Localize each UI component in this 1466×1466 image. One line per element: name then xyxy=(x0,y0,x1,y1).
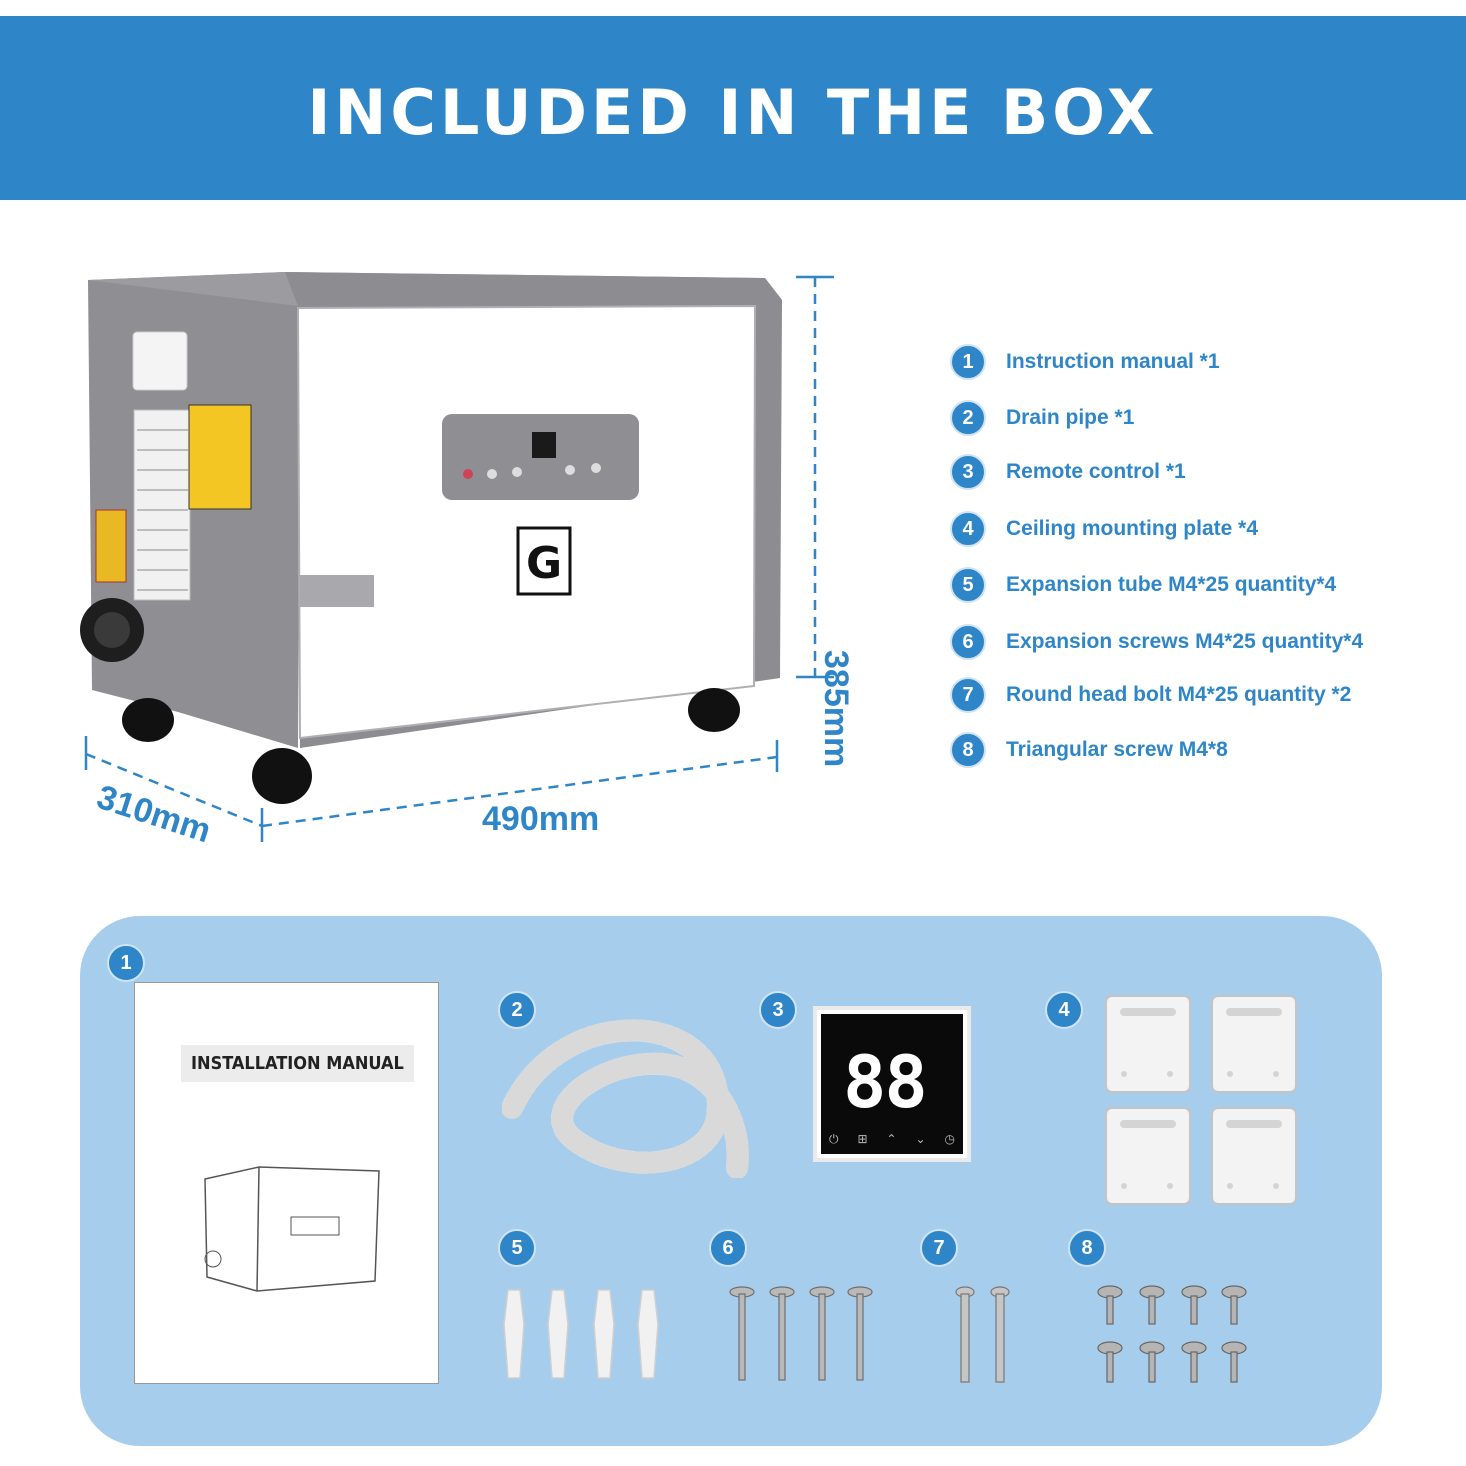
page-title: INCLUDED IN THE BOX xyxy=(307,76,1159,149)
manual-title: INSTALLATION MANUAL xyxy=(181,1045,414,1082)
number-badge: 1 xyxy=(950,344,986,380)
item-label: Expansion tube M4*25 quantity*4 xyxy=(1006,573,1337,596)
remote-buttons: ⏻ ⊞ ⌃ ⌄ ◷ xyxy=(829,1132,955,1147)
depth-dimension-line xyxy=(84,736,263,828)
item-label: Remote control *1 xyxy=(1006,460,1186,483)
item-label: Triangular screw M4*8 xyxy=(1006,738,1228,761)
header-banner: INCLUDED IN THE BOX xyxy=(0,16,1466,200)
down-arrow-icon: ⌄ xyxy=(915,1132,926,1146)
number-badge: 6 xyxy=(950,624,986,660)
product-illustration: G 385mm 490mm 310mm xyxy=(0,230,900,870)
number-badge: 5 xyxy=(498,1229,536,1267)
number-badge: 7 xyxy=(950,677,986,713)
unit-front-panel xyxy=(296,304,757,740)
number-badge: 6 xyxy=(709,1229,747,1267)
number-badge: 4 xyxy=(950,511,986,547)
item-label: Instruction manual *1 xyxy=(1006,350,1220,373)
list-item: 2 Drain pipe *1 xyxy=(950,398,1134,438)
mode-icon: ⊞ xyxy=(857,1132,868,1146)
brand-logo-letter: G xyxy=(526,538,562,589)
timer-icon: ◷ xyxy=(944,1132,955,1146)
list-item: 6 Expansion screws M4*25 quantity*4 xyxy=(950,622,1363,662)
caster-wheel xyxy=(688,688,740,732)
warning-label xyxy=(188,404,252,510)
height-dimension-line xyxy=(796,275,834,679)
list-item: 1 Instruction manual *1 xyxy=(950,342,1220,382)
item-label: Expansion screws M4*25 quantity*4 xyxy=(1006,630,1364,653)
caster-wheel xyxy=(122,698,174,742)
up-arrow-icon: ⌃ xyxy=(886,1132,897,1146)
item-label: Ceiling mounting plate *4 xyxy=(1006,517,1259,540)
warning-sticker xyxy=(95,509,127,583)
number-badge: 2 xyxy=(950,400,986,436)
control-display xyxy=(532,432,556,458)
list-item: 3 Remote control *1 xyxy=(950,452,1186,492)
expansion-screws-image xyxy=(729,1286,873,1381)
brand-logo xyxy=(516,526,572,596)
caster-wheel xyxy=(252,748,312,804)
accessories-panel: 1 INSTALLATION MANUAL 2 3 88 ⏻ ⊞ ⌃ ⌄ ◷ 4 xyxy=(80,916,1382,1446)
item-label: Round head bolt M4*25 quantity *2 xyxy=(1006,683,1352,706)
remote-display: 88 xyxy=(843,1040,928,1124)
spec-label xyxy=(300,575,374,607)
number-badge: 1 xyxy=(107,944,145,982)
height-label: 385mm xyxy=(817,650,855,768)
number-badge: 3 xyxy=(759,991,797,1029)
number-badge: 8 xyxy=(950,732,986,768)
remote-screen: 88 ⏻ ⊞ ⌃ ⌄ ◷ xyxy=(821,1014,963,1154)
expansion-tubes-image xyxy=(503,1289,659,1379)
item-label: Drain pipe *1 xyxy=(1006,406,1135,429)
drain-pipe-image xyxy=(502,1019,749,1178)
list-item: 4 Ceiling mounting plate *4 xyxy=(950,509,1258,549)
number-badge: 3 xyxy=(950,454,986,490)
triangular-screws-image xyxy=(1097,1285,1247,1383)
number-badge: 8 xyxy=(1068,1229,1106,1267)
list-item: 8 Triangular screw M4*8 xyxy=(950,730,1228,770)
power-icon: ⏻ xyxy=(829,1132,839,1146)
installation-manual: INSTALLATION MANUAL xyxy=(134,982,439,1384)
manual-unit-drawing xyxy=(204,1166,380,1292)
round-head-bolts-image xyxy=(955,1286,1010,1383)
number-badge: 4 xyxy=(1045,991,1083,1029)
list-item: 7 Round head bolt M4*25 quantity *2 xyxy=(950,675,1351,715)
remote-control: 88 ⏻ ⊞ ⌃ ⌄ ◷ xyxy=(813,1006,971,1162)
number-badge: 7 xyxy=(920,1229,958,1267)
dehumidifier-image: G xyxy=(80,272,834,842)
mounting-plates-image xyxy=(1105,995,1297,1205)
vent-grille xyxy=(133,409,191,601)
number-badge: 5 xyxy=(950,567,986,603)
width-label: 490mm xyxy=(482,800,600,838)
number-badge: 2 xyxy=(498,991,536,1029)
list-item: 5 Expansion tube M4*25 quantity*4 xyxy=(950,565,1336,605)
handle-slot xyxy=(132,331,188,391)
